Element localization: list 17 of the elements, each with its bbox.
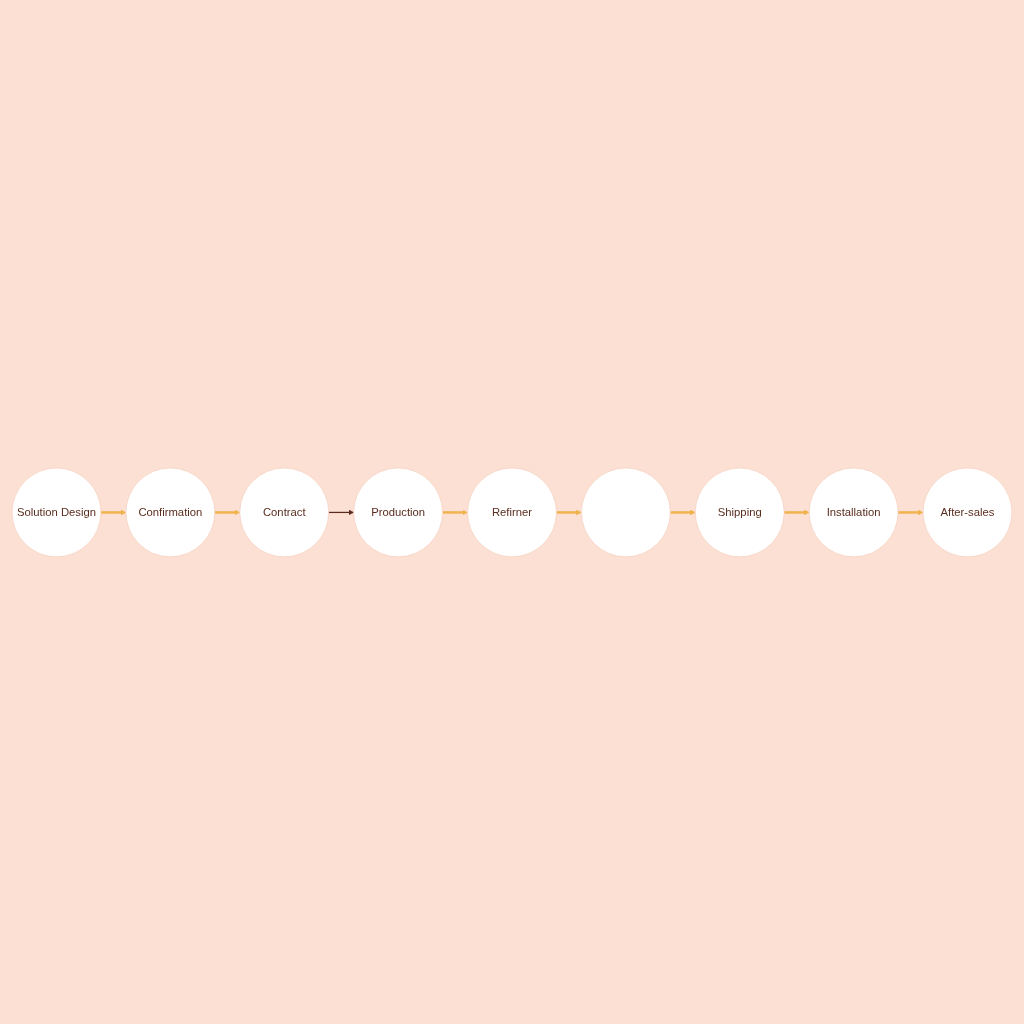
step-circle xyxy=(581,467,671,557)
step-circle: After-sales xyxy=(922,467,1013,557)
step-circle: Refirner xyxy=(467,467,557,557)
step-circle: Installation xyxy=(808,467,899,557)
step-circle: Production xyxy=(353,467,443,557)
arrow xyxy=(442,509,468,515)
arrow xyxy=(100,509,127,515)
step-circle: Contract xyxy=(239,467,329,557)
arrow xyxy=(784,509,810,515)
arrow xyxy=(328,509,354,515)
step-circle: Solution Design xyxy=(11,467,102,557)
step-circle: Shipping xyxy=(695,467,785,557)
step-circle: Confirmation xyxy=(125,467,216,557)
arrow xyxy=(670,509,696,515)
arrow xyxy=(556,509,582,515)
arrow xyxy=(898,509,924,515)
arrow xyxy=(214,509,241,515)
